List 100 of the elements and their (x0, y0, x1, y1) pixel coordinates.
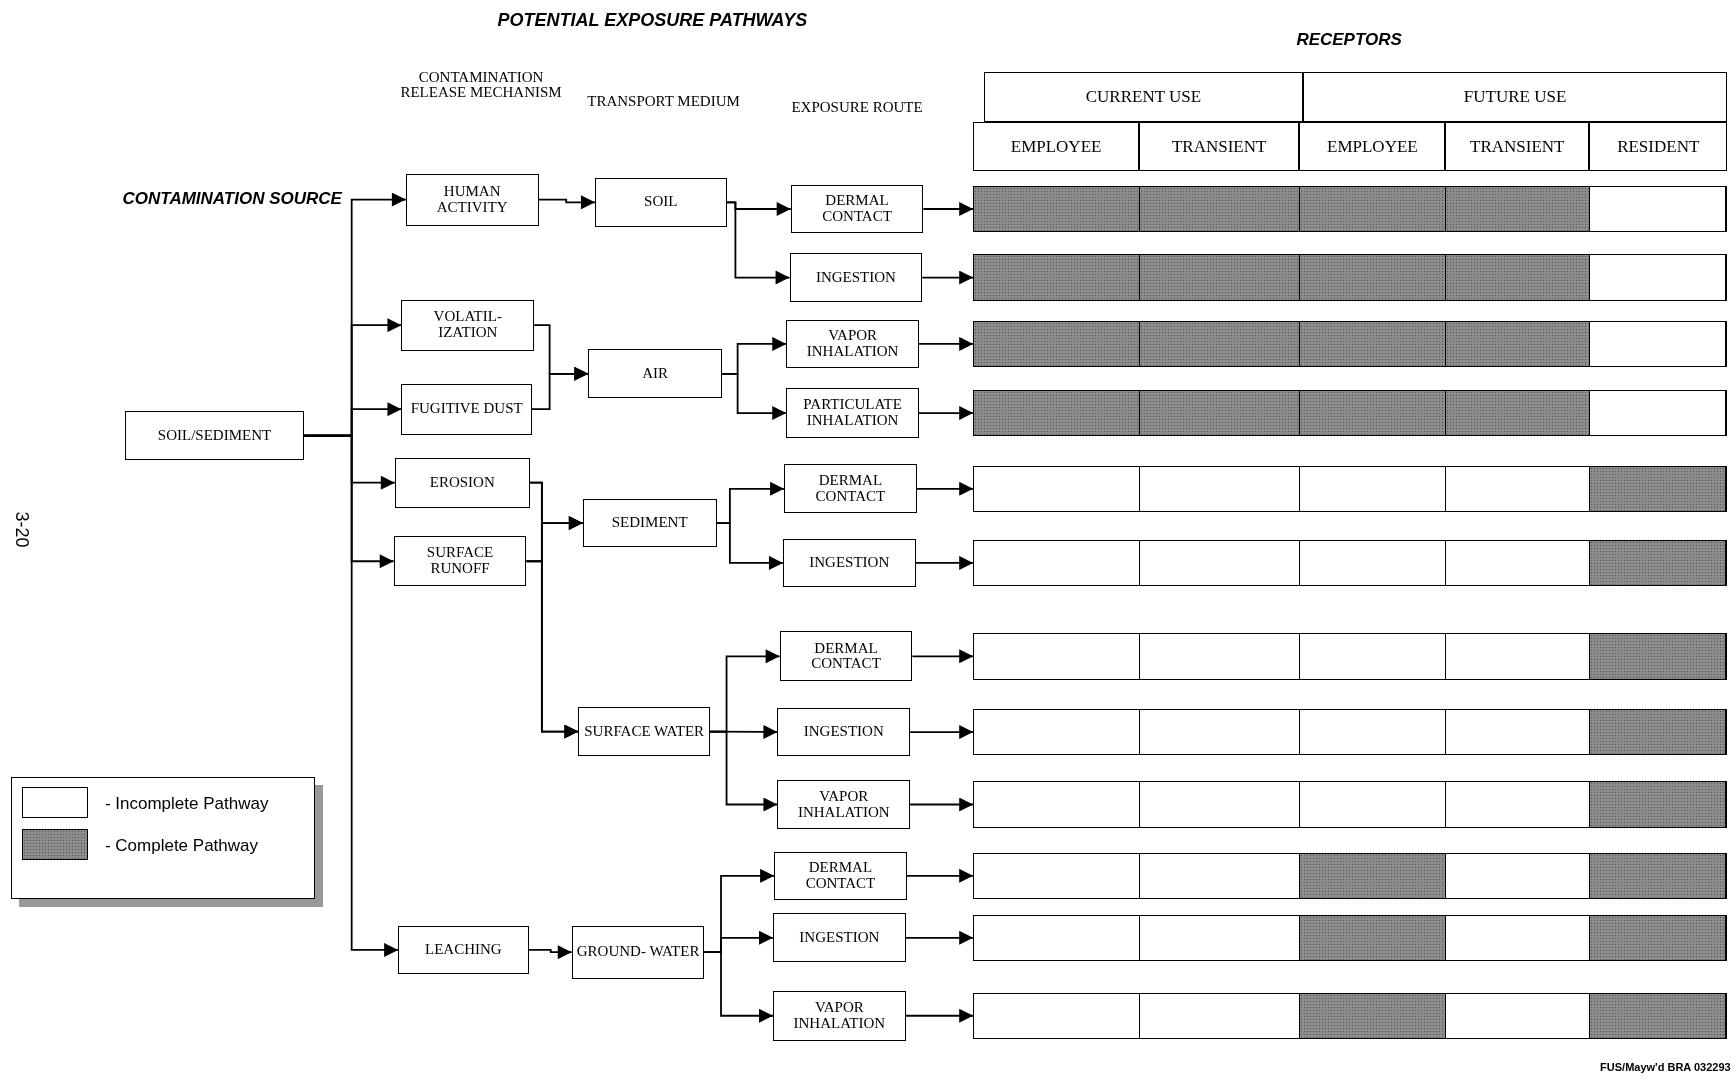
receptor-row-bar (973, 389, 1728, 437)
box-label: GROUND- WATER (576, 944, 700, 960)
arrow (725, 201, 791, 285)
pathway-cell (1300, 993, 1447, 1038)
box-label: SEDIMENT (611, 515, 688, 531)
process-box (773, 990, 906, 1041)
arrow (909, 725, 975, 740)
box-label: DERMAL CONTACT (810, 640, 882, 673)
arrow (918, 336, 975, 351)
document-code: FUS/Mayw'd BRA 032293 (1599, 1061, 1731, 1074)
arrow (918, 406, 975, 421)
box-label: INGESTION (809, 555, 890, 571)
table-header-cell: EMPLOYEE (1299, 121, 1446, 172)
column-heading: TRANSPORT MEDIUM (586, 94, 741, 110)
table-header-cell: TRANSIENT (1445, 121, 1590, 172)
box-label: SOIL/SEDIMENT (157, 427, 272, 444)
pathway-cell (974, 390, 1141, 436)
receptor-row-bar (973, 539, 1728, 587)
process-box (786, 388, 919, 438)
pathway-cell (1590, 782, 1727, 827)
box-label: INGESTION (803, 724, 884, 740)
arrow (715, 522, 784, 570)
receptor-row-bar (973, 992, 1728, 1039)
pathway-cell (974, 255, 1141, 300)
page-number: 3-20 (12, 510, 32, 550)
pathway-cell (1140, 186, 1301, 232)
pathway-cell (974, 321, 1141, 367)
arrow (531, 366, 590, 411)
box-label: VAPOR INHALATION (805, 328, 900, 360)
pathway-cell (1590, 915, 1727, 960)
process-box (786, 319, 919, 369)
arrow (303, 434, 399, 957)
process-box (398, 925, 529, 975)
arrow (527, 945, 573, 960)
pathway-cell (1300, 915, 1447, 960)
box-label: PARTICULATE INHALATION (802, 397, 903, 429)
box-label: VAPOR INHALATION (796, 788, 891, 821)
process-box (393, 536, 527, 587)
process-box (582, 498, 717, 548)
process-box (774, 851, 907, 901)
pathway-cell (1446, 390, 1591, 436)
box-label: SOIL (644, 194, 678, 211)
process-box (578, 706, 710, 757)
pathway-cell (1300, 186, 1447, 232)
box-label: INGESTION (799, 929, 880, 946)
table-header-cell: EMPLOYEE (973, 121, 1140, 172)
receptor-row-bar (973, 320, 1728, 368)
pathway-cell (1590, 466, 1727, 511)
pathway-cell (1300, 853, 1447, 899)
arrow (914, 555, 975, 570)
receptor-row-bar (973, 708, 1728, 756)
process-box (401, 299, 535, 351)
process-box (773, 913, 906, 963)
process-box (777, 707, 911, 757)
section-heading: RECEPTORS (1295, 30, 1403, 49)
arrow (915, 481, 975, 496)
source-heading: CONTAMINATION SOURCE (121, 190, 343, 209)
process-box (571, 925, 705, 979)
process-box (405, 173, 539, 226)
box-label: AIR (642, 365, 669, 382)
receptor-row-bar (973, 781, 1728, 828)
column-heading: EXPOSURE ROUTE (790, 99, 924, 116)
table-header-cell: RESIDENT (1589, 121, 1728, 172)
pathway-cell (974, 186, 1141, 232)
receptor-row-bar (973, 254, 1728, 301)
process-box (790, 184, 924, 234)
process-box (588, 349, 723, 399)
pathway-cell (1590, 853, 1727, 899)
pathway-cell (1590, 634, 1727, 679)
box-label: INGESTION (815, 269, 896, 286)
process-box (784, 464, 917, 514)
arrow (703, 951, 774, 1023)
pathway-cell (1590, 540, 1727, 586)
receptor-row-bar (973, 914, 1728, 961)
pathway-cell (1300, 255, 1447, 300)
box-label: VAPOR INHALATION (792, 999, 887, 1032)
arrow (905, 868, 975, 883)
box-label: DERMAL CONTACT (814, 473, 887, 505)
process-box (777, 779, 911, 830)
box-label: SURFACE RUNOFF (425, 545, 495, 577)
pathway-cell (1140, 390, 1301, 436)
arrow (721, 372, 788, 421)
arrow (525, 560, 580, 739)
receptor-row-bar (973, 465, 1728, 512)
box-label: VOLATIL- IZATION (432, 309, 503, 341)
pathway-cell (1446, 255, 1591, 300)
column-heading: CONTAMINATION RELEASE MECHANISM (399, 69, 563, 102)
process-box (394, 457, 530, 508)
process-box (782, 538, 916, 588)
table-header-cell: CURRENT USE (984, 71, 1303, 122)
receptor-row-bar (973, 185, 1728, 233)
box-label: FUGITIVE DUST (410, 401, 523, 418)
pathway-cell (1446, 321, 1591, 367)
process-box (124, 411, 305, 461)
pathway-cell (1590, 993, 1727, 1038)
arrow (921, 270, 975, 285)
pathway-cell (1590, 709, 1727, 755)
diagram-title: POTENTIAL EXPOSURE PATHWAYS (496, 11, 809, 30)
box-label: HUMAN ACTIVITY (435, 183, 509, 216)
arrow (709, 730, 779, 812)
